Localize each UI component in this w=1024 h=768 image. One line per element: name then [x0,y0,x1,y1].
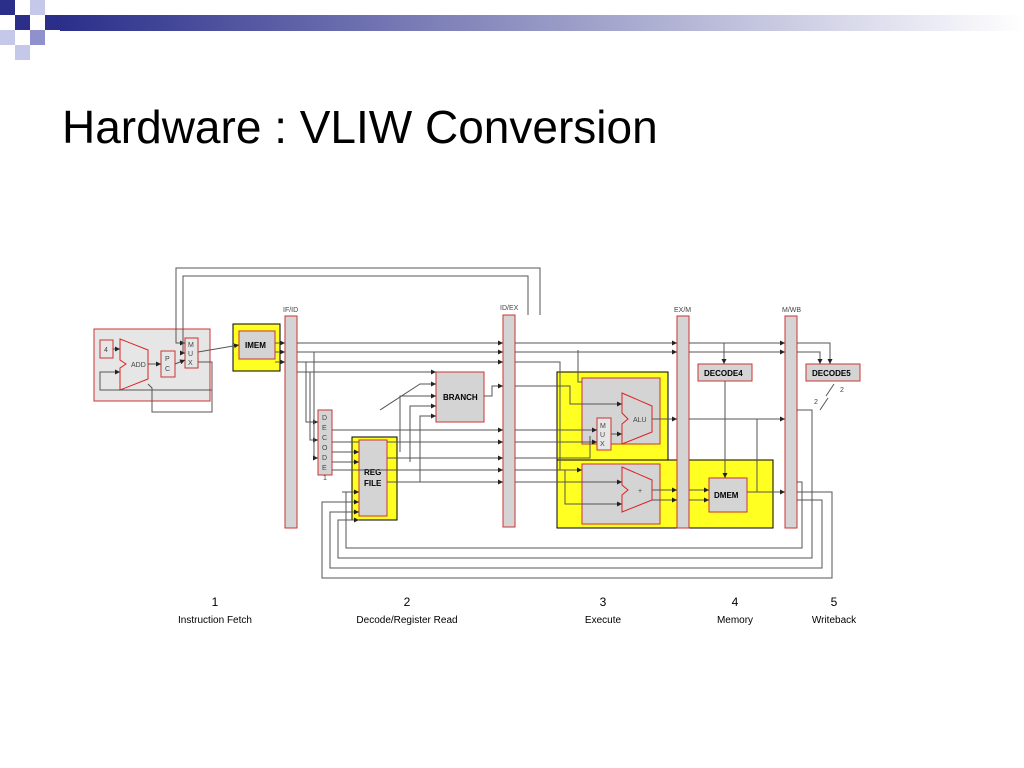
fetch-mux-label-m: M [188,342,194,349]
branch-unit [435,371,485,423]
decode1-char: E [322,425,327,432]
branch-label: BRANCH [443,393,478,402]
deco-square [15,15,30,30]
bus-slash [819,397,829,411]
decode1-char: E [322,465,327,472]
deco-square [30,30,45,45]
stage-labels: 1 Instruction Fetch 2 Decode/Register Re… [178,595,857,626]
dmem-unit [708,477,748,513]
decode5-unit [805,363,861,382]
decode1-char: C [322,435,327,442]
latch-ex-m [676,315,690,529]
latch-m-wb [784,315,798,529]
decode1-char: D [322,455,327,462]
title-gradient-bar [60,15,1024,31]
bus-width-label: 2 [840,387,844,394]
slide-decoration [0,0,1024,60]
latch-label-if-id: IF/ID [283,307,298,314]
stage-number: 5 [831,595,838,609]
add-label: ADD [131,362,146,369]
stage-number: 4 [732,595,739,609]
decode5-label: DECODE5 [812,369,851,378]
dmem-label: DMEM [714,491,739,500]
reg-file-label-line1: REG [364,468,381,477]
slide-title: Hardware : VLIW Conversion [62,101,658,153]
fetch-mux-label-u: U [188,351,193,358]
latch-label-ex-m: EX/M [674,307,691,314]
stage-name: Writeback [812,615,857,626]
stage-number: 2 [404,595,411,609]
bus-slash [825,383,835,397]
latch-label-m-wb: M/WB [782,307,801,314]
deco-square [0,0,15,15]
stage-number: 3 [600,595,607,609]
stage-name: Execute [585,615,622,626]
deco-square [45,15,60,30]
latch-if-id [284,315,298,529]
stage-number: 1 [212,595,219,609]
latch-label-id-ex: ID/EX [500,305,519,312]
decode1-char: D [322,415,327,422]
add-adder-shape [119,338,149,391]
bus-width-label: 2 [814,399,818,406]
latch-id-ex [502,314,516,528]
stage-name: Decode/Register Read [356,615,457,626]
decode1-char: O [322,445,328,452]
wiring [99,267,833,579]
exec-mux-label-x: X [600,441,605,448]
deco-square [15,45,30,60]
decode1-char: 1 [323,475,327,482]
pc-label-c: C [165,366,170,373]
reg-file-label-line2: FILE [364,479,382,488]
pc-label-p: P [165,356,170,363]
decode4-label: DECODE4 [704,369,743,378]
imem-label: IMEM [245,341,266,350]
exec-mux-label-m: M [600,423,606,430]
stage-name: Instruction Fetch [178,615,252,626]
adder-plus-label: + [638,488,642,495]
stage-name: Memory [717,615,753,626]
deco-square [30,0,45,15]
pc-register [160,350,176,378]
adder-block [581,463,661,525]
alu-label: ALU [633,417,647,424]
fetch-mux-label-x: X [188,360,193,367]
exec-mux-label-u: U [600,432,605,439]
deco-square [0,30,15,45]
const-four-label: 4 [104,347,108,354]
reg-file-unit [358,439,388,517]
imem-unit [238,330,276,360]
